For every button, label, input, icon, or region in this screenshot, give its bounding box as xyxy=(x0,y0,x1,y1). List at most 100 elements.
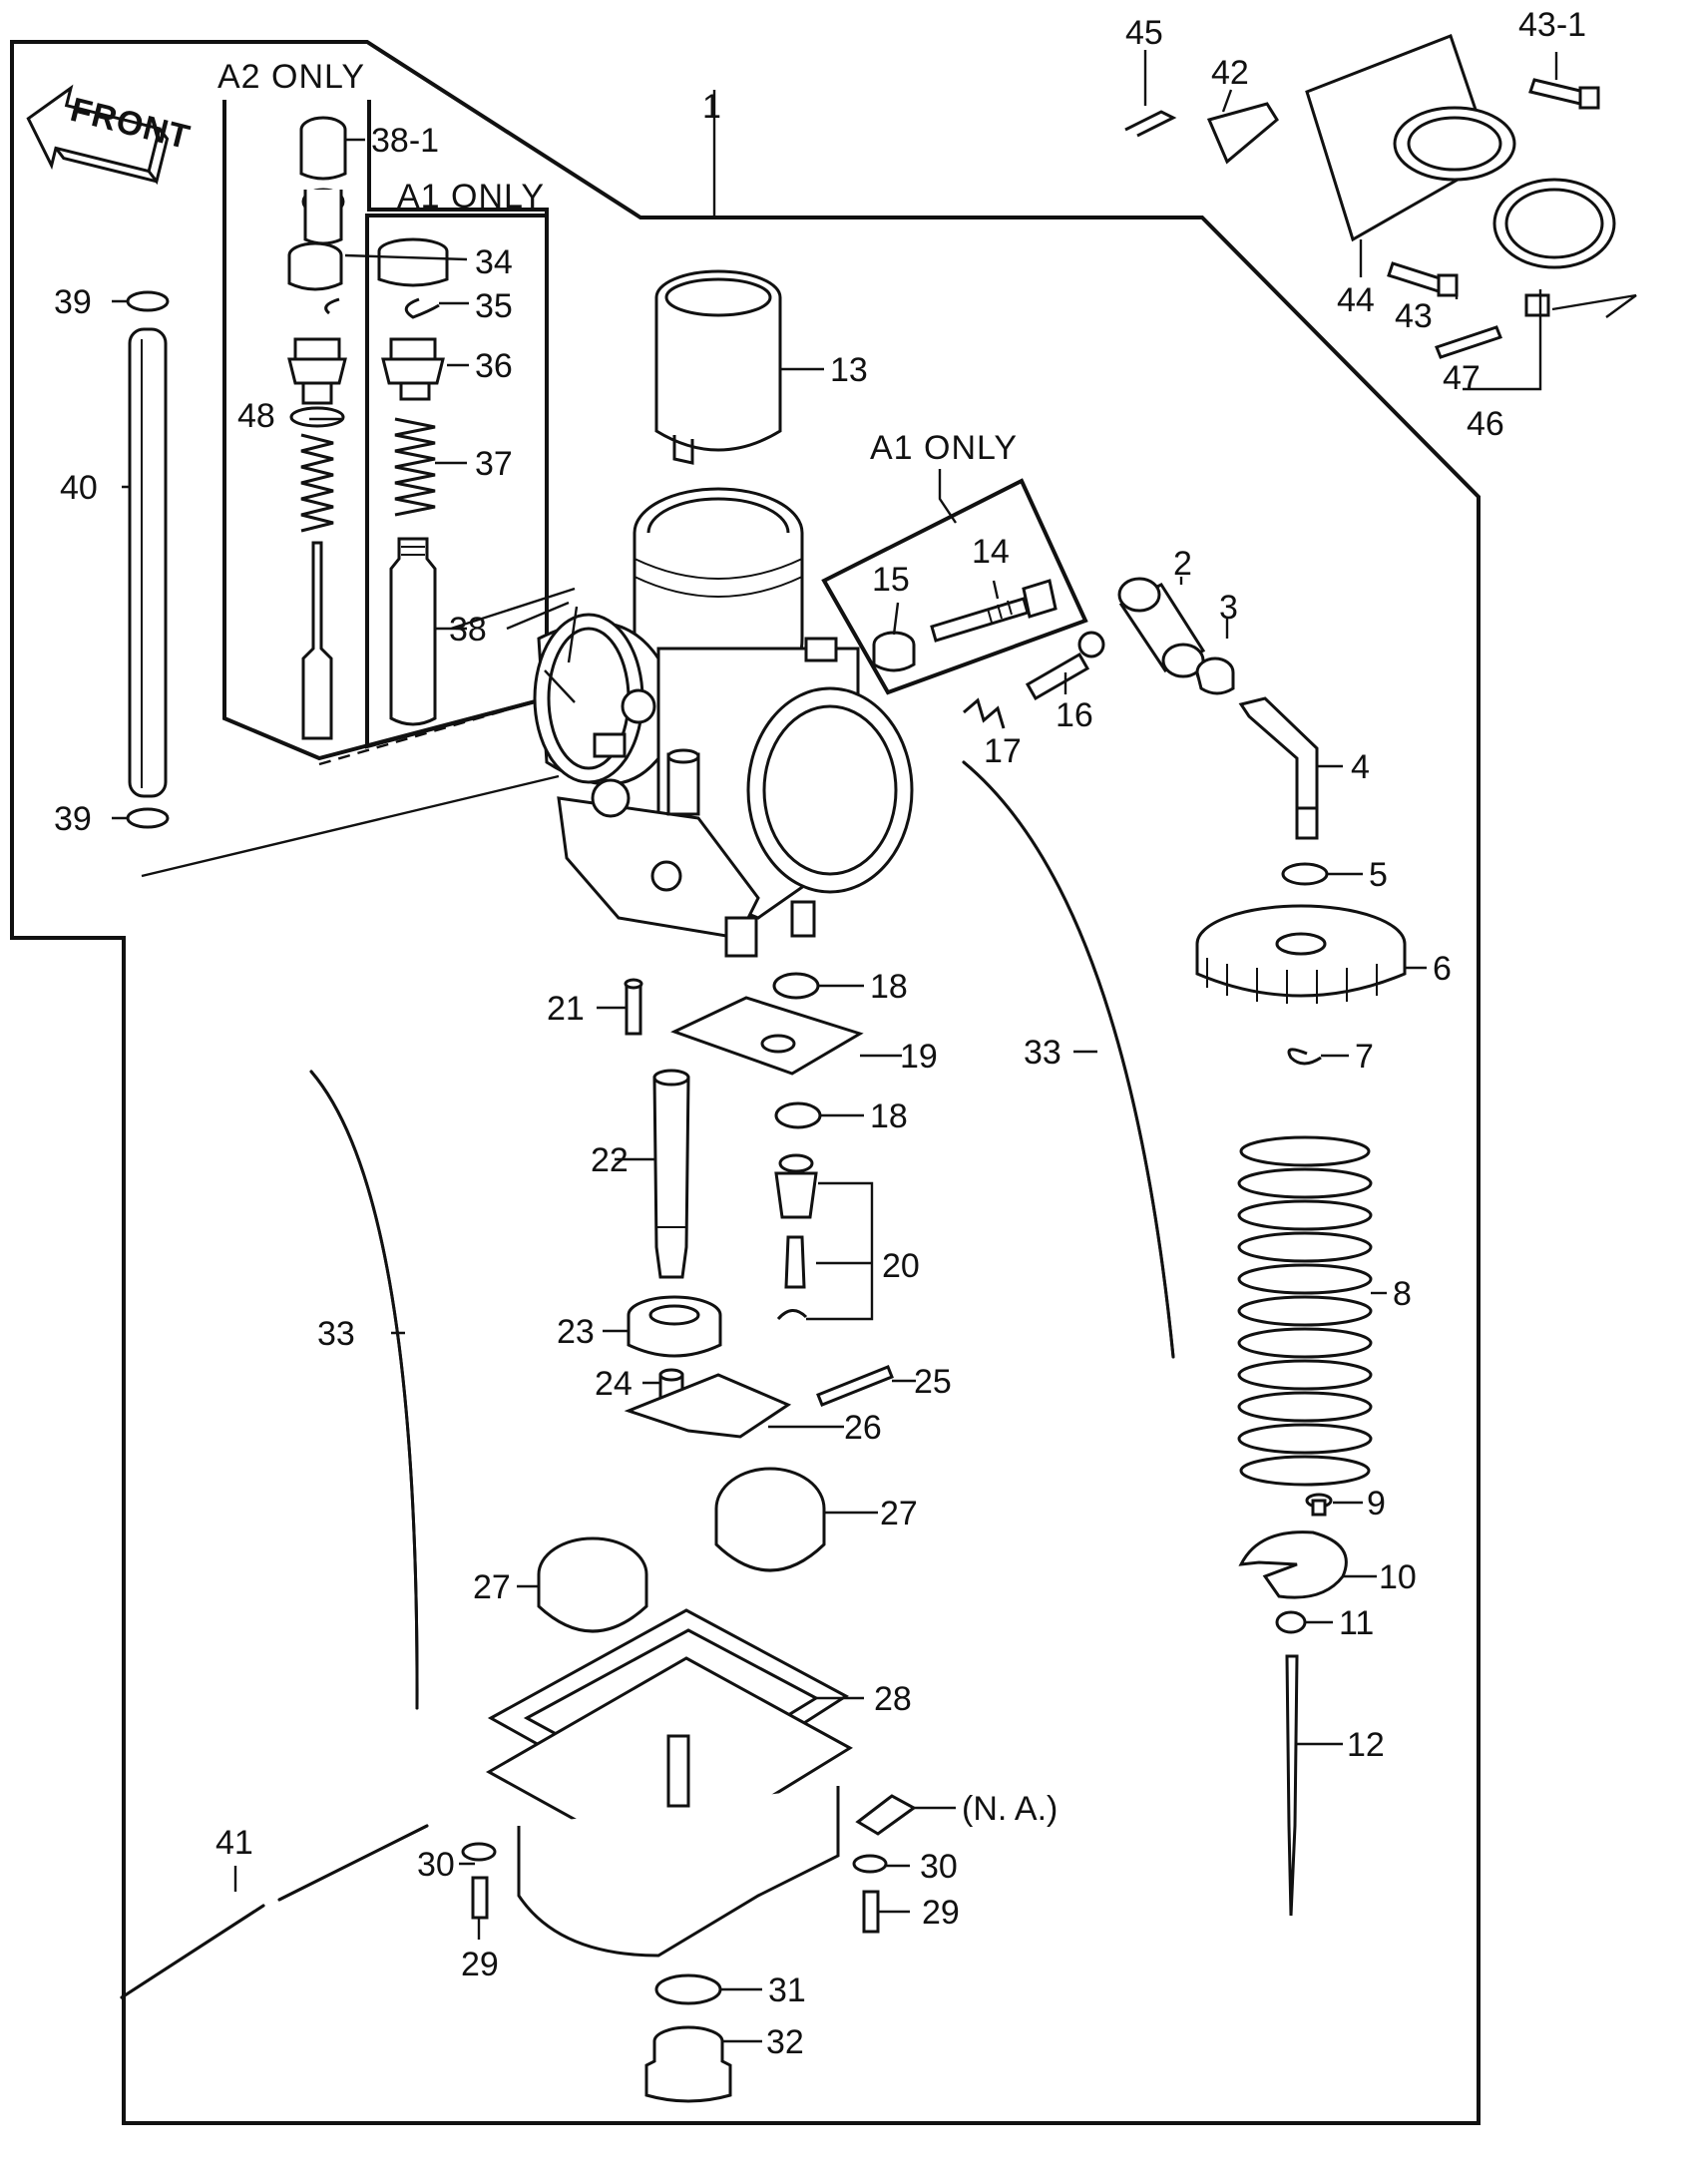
callout-15: 15 xyxy=(872,561,910,599)
part-40-tube xyxy=(128,327,168,798)
part-33-hose-left xyxy=(309,1070,419,1710)
part-30-washer-right xyxy=(852,1854,888,1874)
part-12-jet-needle xyxy=(1285,1654,1299,1917)
part-15-nut xyxy=(872,631,916,672)
part-6-top-cap xyxy=(1195,904,1407,1004)
part-16-air-screw xyxy=(1025,652,1090,701)
part-7-clip xyxy=(1287,1048,1322,1066)
callout-37: 37 xyxy=(475,445,513,483)
part-39-clip-top xyxy=(126,290,170,312)
callout-46: 46 xyxy=(1467,405,1504,443)
callout-39-bottom: 39 xyxy=(54,800,92,838)
part-45-clip xyxy=(1124,110,1177,138)
float-bowl xyxy=(485,1656,853,1958)
part-9-screw xyxy=(1305,1493,1333,1517)
part-17-spring xyxy=(963,697,1006,729)
part-30-washer-left xyxy=(461,1842,497,1862)
callout-42: 42 xyxy=(1211,54,1249,92)
part-19-baffle-plate xyxy=(670,996,864,1076)
callout-41: 41 xyxy=(215,1824,253,1862)
part-5-washer xyxy=(1281,862,1329,886)
callout-29-left: 29 xyxy=(461,1946,499,1983)
callout-10: 10 xyxy=(1379,1558,1417,1596)
callout-12: 12 xyxy=(1347,1726,1385,1764)
callout-45: 45 xyxy=(1125,14,1163,52)
callout-30-left: 30 xyxy=(417,1846,455,1884)
callout-1: 1 xyxy=(702,88,721,126)
part-27-float-lower xyxy=(537,1536,648,1633)
callout-38-1: 38-1 xyxy=(371,122,439,160)
callout-7: 7 xyxy=(1355,1038,1374,1076)
callout-2: 2 xyxy=(1173,545,1192,583)
na-label: (N. A.) xyxy=(962,1790,1058,1828)
part-27-float-upper xyxy=(714,1467,826,1572)
callout-11: 11 xyxy=(1339,1604,1374,1642)
callout-35: 35 xyxy=(475,287,513,325)
callout-33-left: 33 xyxy=(317,1315,355,1353)
part-36-jet-holder xyxy=(287,337,445,405)
callout-18-top: 18 xyxy=(870,968,908,1006)
part-8-return-spring xyxy=(1237,1135,1373,1487)
callout-24: 24 xyxy=(595,1365,633,1403)
part-34-cap xyxy=(287,237,449,291)
part-21-pilot-jet xyxy=(624,978,643,1036)
part-13-throttle-slide xyxy=(654,269,782,465)
callout-16: 16 xyxy=(1056,696,1093,734)
callout-19: 19 xyxy=(900,1038,938,1076)
callout-22: 22 xyxy=(591,1141,629,1179)
part-44-insulator xyxy=(1305,34,1516,242)
part-31-oring xyxy=(654,1973,722,2005)
part-23-jet-holder xyxy=(627,1295,722,1358)
part-26-float-arm xyxy=(624,1373,792,1439)
callout-29-right: 29 xyxy=(922,1894,960,1932)
callout-34: 34 xyxy=(475,243,513,281)
callout-17: 17 xyxy=(984,732,1022,770)
a2-only-label: A2 ONLY xyxy=(217,58,365,96)
part-14-screw xyxy=(930,579,1058,643)
part-22-needle-jet xyxy=(652,1069,690,1279)
callout-40: 40 xyxy=(60,469,98,507)
callout-27-lower: 27 xyxy=(473,1568,511,1606)
callout-14: 14 xyxy=(972,533,1010,571)
part-43-1-bolt xyxy=(1528,78,1600,110)
part-39-clip-bottom xyxy=(126,807,170,829)
callout-26: 26 xyxy=(844,1409,882,1447)
callout-48: 48 xyxy=(237,397,275,435)
part-38-needle-jet xyxy=(301,537,437,740)
part-4-cable-elbow xyxy=(1238,696,1319,810)
callout-43: 43 xyxy=(1395,297,1433,335)
part-29-screw-left xyxy=(471,1876,489,1920)
part-43-bolt xyxy=(1387,261,1459,297)
part-2-cable-adjuster xyxy=(1117,577,1206,678)
part-47-screw xyxy=(1435,325,1502,359)
callout-25: 25 xyxy=(914,1363,952,1401)
callout-18-bottom: 18 xyxy=(870,1097,908,1135)
part-18-oring-bottom xyxy=(774,1101,822,1129)
callout-20: 20 xyxy=(882,1247,920,1285)
diagram-frame xyxy=(10,40,1481,2125)
callout-44: 44 xyxy=(1337,281,1375,319)
part-na-plate xyxy=(855,1794,917,1836)
part-42-bracket xyxy=(1206,102,1279,165)
part-18-oring-top xyxy=(772,972,820,1000)
callout-6: 6 xyxy=(1433,950,1452,988)
callout-5: 5 xyxy=(1369,856,1388,894)
callout-8: 8 xyxy=(1393,1275,1412,1313)
part-46-clamp xyxy=(1492,178,1616,317)
callout-3: 3 xyxy=(1219,589,1238,627)
a1-only-mid-label: A1 ONLY xyxy=(397,178,545,216)
part-38-1-jet-needle xyxy=(299,116,347,245)
callout-21: 21 xyxy=(547,990,585,1028)
part-10-needle-plate xyxy=(1238,1530,1348,1599)
part-3-nut xyxy=(1195,656,1235,695)
callout-23: 23 xyxy=(557,1313,595,1351)
part-29-screw-right xyxy=(862,1890,880,1934)
callout-32: 32 xyxy=(766,2023,804,2061)
callout-13: 13 xyxy=(830,351,868,389)
callout-28: 28 xyxy=(874,1680,912,1718)
callout-36: 36 xyxy=(475,347,513,385)
part-20-float-valve xyxy=(774,1153,818,1321)
part-32-drain-plug xyxy=(644,2025,732,2103)
